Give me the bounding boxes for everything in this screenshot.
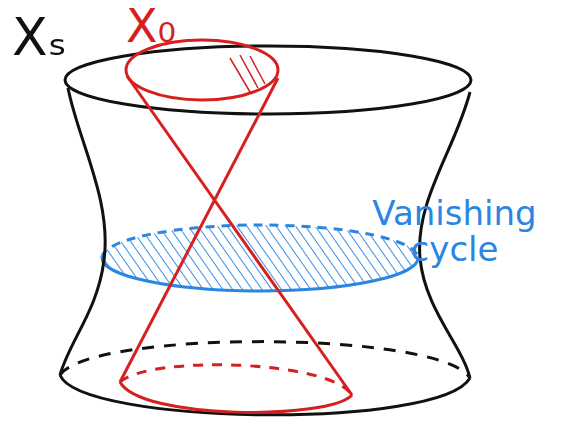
left-side xyxy=(60,88,105,375)
cone-line xyxy=(127,76,352,395)
bottom-back xyxy=(60,342,470,378)
cone-bottom-front xyxy=(120,382,352,412)
cone-label: X₀ xyxy=(126,2,216,50)
cone-bottom-back xyxy=(120,365,352,395)
vanishing-disk xyxy=(102,225,418,291)
vanishing-cycle-back xyxy=(102,225,418,258)
cone-line xyxy=(120,78,278,382)
surface-label: Xₛ xyxy=(12,10,102,65)
cone-shading xyxy=(230,55,265,92)
cycle-label: Vanishing cycle xyxy=(352,196,557,267)
